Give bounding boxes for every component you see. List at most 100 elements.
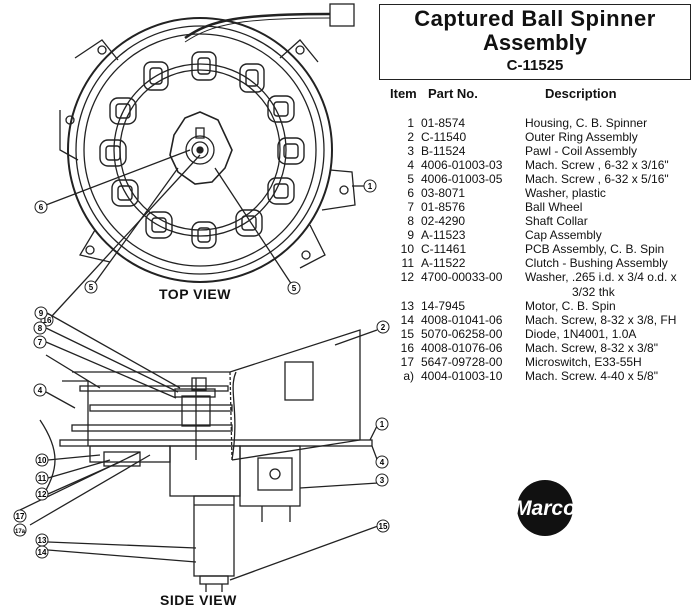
svg-text:17: 17 [16,512,25,521]
part-number: 5647-09728-00 [421,355,503,369]
item-number: 14 [400,313,414,327]
item-number: 2 [407,130,414,144]
item-number: 17 [400,355,414,369]
part-description: Shaft Collar [525,214,588,228]
part-description: Outer Ring Assembly [525,130,638,144]
part-description: Mach. Screw. 4-40 x 5/8" [525,369,658,383]
part-number: A-11523 [421,228,466,242]
title-line2: Assembly [483,30,587,55]
parts-row: 4 4006-01003-03 Mach. Screw , 6-32 x 3/16" [392,158,692,172]
marco-logo: Marco [514,480,576,536]
callout-6: 6 [39,203,44,212]
header-description: Description [545,86,617,101]
item-number: 1 [407,116,414,130]
svg-text:10: 10 [38,456,47,465]
part-description: Mach. Screw, 8-32 x 3/8" [525,341,658,355]
title-box: Captured Ball Spinner Assembly C-11525 [379,4,691,80]
part-number: 4006-01003-03 [421,158,503,172]
part-number: C-11525 [506,57,564,74]
parts-row: 14 4008-01041-06 Mach. Screw, 8-32 x 3/8, … [392,313,692,327]
svg-text:4: 4 [38,386,43,395]
part-number: 01-8576 [421,200,466,214]
svg-text:11: 11 [38,474,47,483]
item-number: 3 [407,144,414,158]
header-item: Item [390,86,417,101]
part-description: Mach. Screw , 6-32 x 5/16" [525,172,669,186]
svg-text:2: 2 [381,323,386,332]
svg-text:4: 4 [380,458,385,467]
item-number: 6 [407,186,414,200]
part-description: Mach. Screw, 8-32 x 3/8, FH [525,313,677,327]
svg-text:14: 14 [38,548,47,557]
part-number: 5070-06258-00 [421,327,503,341]
part-description: Housing, C. B. Spinner [525,116,648,130]
part-number: 14-7945 [421,299,466,313]
part-description-cont: 3/32 thk [572,285,615,299]
svg-text:15: 15 [379,522,388,531]
svg-text:12: 12 [38,490,47,499]
title-line1: Captured Ball Spinner [414,6,656,31]
parts-row: 6 03-8071 Washer, plastic [392,186,692,200]
svg-text:17a: 17a [15,529,26,535]
part-description: Washer, plastic [525,186,606,200]
parts-row: 1 01-8574 Housing, C. B. Spinner [392,116,692,130]
header-part: Part No. [428,86,478,101]
part-description: Microswitch, E33-55H [525,355,642,369]
item-number: 9 [407,228,414,242]
item-number: 13 [400,299,414,313]
svg-text:3: 3 [380,476,385,485]
part-number: C-11461 [421,242,467,256]
parts-row: 11 A-11522 Clutch - Bushing Assembly [392,256,692,270]
parts-row: 7 01-8576 Ball Wheel [392,200,692,214]
item-number: a) [403,369,414,383]
svg-text:1: 1 [368,182,373,191]
part-description: Ball Wheel [525,200,583,214]
side-view-label: SIDE VIEW [160,592,237,608]
parts-row: 17 5647-09728-00 Microswitch, E33-55H [392,355,692,369]
svg-text:8: 8 [38,324,43,333]
part-description: Washer, .265 i.d. x 3/4 o.d. x [525,270,677,284]
part-number: A-11522 [421,256,466,270]
part-description: PCB Assembly, C. B. Spin [525,242,665,256]
svg-text:13: 13 [38,536,47,545]
parts-row: a) 4004-01003-10 Mach. Screw. 4-40 x 5/8" [392,369,692,383]
item-number: 7 [407,200,414,214]
parts-row: 16 4008-01076-06 Mach. Screw, 8-32 x 3/8" [392,341,692,355]
part-description: Clutch - Bushing Assembly [525,256,668,270]
svg-text:16: 16 [43,316,52,325]
part-number: 4700-00033-00 [421,270,503,284]
item-number: 15 [400,327,414,341]
top-view-label: TOP VIEW [159,286,231,302]
parts-row: 9 A-11523 Cap Assembly [392,228,692,242]
part-number: 4004-01003-10 [421,369,503,383]
part-number: B-11524 [421,144,466,158]
svg-text:5: 5 [89,283,94,292]
part-number: 03-8071 [421,186,466,200]
part-number: 4008-01076-06 [421,341,503,355]
part-number: 4006-01003-05 [421,172,503,186]
svg-text:5: 5 [292,284,297,293]
item-number: 12 [400,270,414,284]
part-description: Cap Assembly [525,228,602,242]
parts-row: 10 C-11461 PCB Assembly, C. B. Spin [392,242,692,256]
part-description: Mach. Screw , 6-32 x 3/16" [525,158,669,172]
part-number: 01-8574 [421,116,466,130]
parts-row: 13 14-7945 Motor, C. B. Spin [392,299,692,313]
part-description: Motor, C. B. Spin [525,299,616,313]
logo-text: Marco [514,497,576,520]
item-number: 4 [407,158,414,172]
part-number: 4008-01041-06 [421,313,503,327]
assembly-drawing: 6 1 16 5 5 [13,3,390,592]
item-number: 16 [400,341,414,355]
item-number: 11 [401,256,414,270]
svg-text:1: 1 [380,420,385,429]
item-number: 10 [400,242,414,256]
svg-text:7: 7 [38,338,43,347]
part-number: 02-4290 [421,214,466,228]
